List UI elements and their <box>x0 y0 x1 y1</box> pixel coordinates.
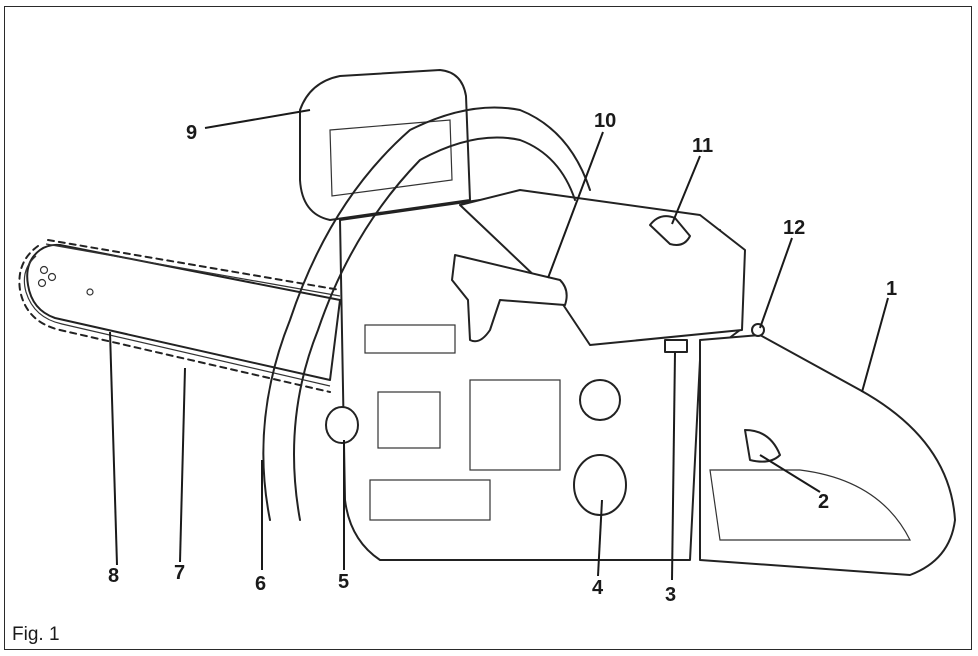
callout-4: 4 <box>592 577 604 599</box>
chain-brake-knob <box>325 406 359 444</box>
throttle-lockout <box>664 339 688 353</box>
callout-6: 6 <box>255 573 266 595</box>
rear-grip <box>699 334 956 576</box>
figure-caption: Fig. 1 <box>12 624 60 645</box>
callout-5: 5 <box>338 571 349 593</box>
rear-hand-guard <box>299 69 471 221</box>
decompression-valve <box>751 323 765 337</box>
fuel-tank-cap <box>573 454 627 516</box>
callout-3: 3 <box>665 584 676 606</box>
callout-10: 10 <box>594 110 616 132</box>
callout-8: 8 <box>108 565 119 587</box>
guide-bar <box>23 243 341 387</box>
throttle-trigger <box>744 429 781 463</box>
callout-12: 12 <box>783 217 805 239</box>
choke-knob <box>649 215 691 246</box>
callout-2: 2 <box>818 491 829 513</box>
cooling-vents <box>364 324 561 521</box>
callout-9: 9 <box>186 122 197 144</box>
callout-7: 7 <box>174 562 185 584</box>
starter-grip <box>451 254 568 343</box>
callout-11: 11 <box>692 135 713 157</box>
front-handle <box>262 106 591 521</box>
saw-chain <box>18 239 341 393</box>
callout-1: 1 <box>886 278 897 300</box>
